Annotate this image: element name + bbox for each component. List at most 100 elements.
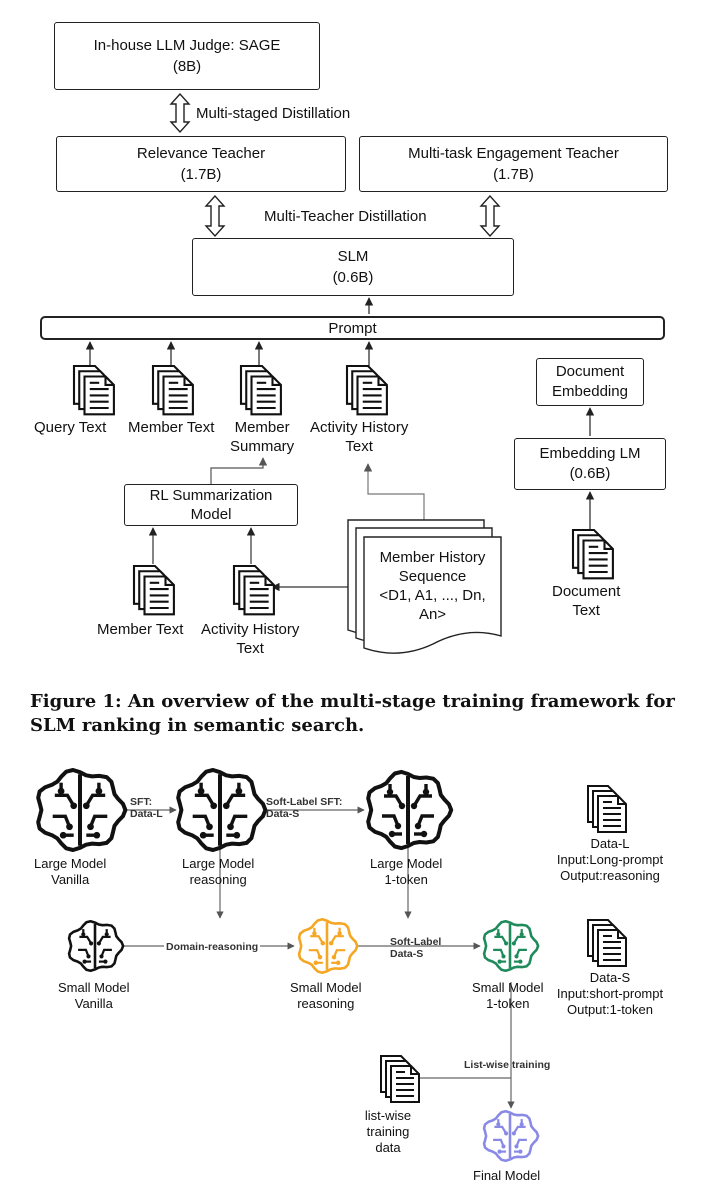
data-l-line2: Input:Long-prompt: [556, 852, 664, 867]
large-reasoning-line2: reasoning: [189, 872, 247, 887]
brain-icon-small-vanilla: [67, 919, 125, 973]
doc-icon-data-s: [587, 919, 627, 967]
doc-icon-summary: [239, 364, 282, 416]
data-s-line1: Data-S: [589, 970, 631, 985]
data-s-line3: Output:1-token: [567, 1002, 653, 1017]
figure-caption: Figure 1: An overview of the multi-stage…: [30, 691, 675, 736]
relevance-teacher-title: Relevance Teacher: [136, 145, 266, 162]
doc-embedding-box: Document Embedding: [536, 358, 644, 406]
member-summary-label: Member Summary: [230, 418, 294, 456]
activity-text-2-label: Activity History Text: [201, 620, 299, 658]
small-reasoning-label: Small Model reasoning: [290, 980, 362, 1012]
double-arrow-2: [204, 194, 226, 238]
data-l-line1: Data-L: [590, 836, 630, 851]
slm-box: SLM (0.6B): [192, 238, 514, 296]
listwise-data-label: list-wise training data: [358, 1108, 418, 1156]
history-line4: An>: [418, 606, 447, 623]
small-1token-label: Small Model 1-token: [472, 980, 544, 1012]
small-reasoning-line2: reasoning: [297, 996, 355, 1011]
large-1token-label: Large Model 1-token: [370, 856, 442, 888]
brain-icon-large-vanilla: [36, 768, 128, 852]
history-line1: Member History: [379, 549, 486, 566]
engagement-teacher-title: Multi-task Engagement Teacher: [408, 145, 619, 162]
soft-sft-line2: Data-S: [266, 808, 300, 820]
activity-text-2-line2: Text: [236, 640, 264, 657]
distill-1-label: Multi-staged Distillation: [196, 105, 351, 122]
activity-text-line1: Activity History: [310, 419, 409, 436]
query-text-label: Query Text: [34, 419, 107, 436]
doc-embedding-line2: Embedding: [552, 383, 628, 400]
doc-icon-member: [151, 364, 194, 416]
activity-text-label: Activity History Text: [310, 418, 408, 456]
document-text-label: Document Text: [552, 582, 620, 620]
doc-icon-listwise: [380, 1055, 420, 1103]
rl-summarization-box: RL Summarization Model: [124, 484, 298, 526]
brain-icon-large-1token: [366, 769, 454, 851]
final-model-label: Final Model: [473, 1168, 541, 1183]
doc-icon-member-2: [132, 564, 175, 616]
soft-sft-edge-label: Soft-Label SFT: Data-S: [266, 796, 342, 820]
embedding-lm-line1: Embedding LM: [539, 445, 641, 462]
history-line3: <D1, A1, ..., Dn,: [379, 587, 486, 604]
large-reasoning-line1: Large Model: [182, 856, 255, 871]
member-text-2-label: Member Text: [97, 621, 184, 638]
small-vanilla-line2: Vanilla: [74, 996, 113, 1011]
data-s-label: Data-S Input:short-prompt Output:1-token: [548, 970, 672, 1018]
member-history-label: Member History Sequence <D1, A1, ..., Dn…: [364, 548, 501, 624]
domain-reasoning-edge-label: Domain-reasoning: [164, 941, 261, 953]
relevance-teacher-size: (1.7B): [180, 166, 222, 183]
llm-judge-size: (8B): [172, 58, 202, 75]
doc-icon-activity: [345, 364, 388, 416]
doc-embedding-line1: Document: [555, 363, 625, 380]
doc-icon-data-l: [587, 785, 627, 833]
distill-2-label: Multi-Teacher Distillation: [264, 208, 427, 225]
brain-icon-small-reasoning: [297, 918, 359, 974]
small-vanilla-label: Small Model Vanilla: [58, 980, 130, 1012]
double-arrow-1: [169, 92, 191, 134]
large-vanilla-line1: Large Model: [34, 856, 107, 871]
member-summary-line2: Summary: [230, 438, 295, 455]
prompt-label: Prompt: [328, 319, 377, 337]
llm-judge-title: In-house LLM Judge: SAGE: [93, 37, 281, 54]
slm-title: SLM: [337, 248, 369, 265]
engagement-teacher-box: Multi-task Engagement Teacher (1.7B): [359, 136, 668, 192]
soft-sft-line1: Soft-Label SFT:: [266, 796, 343, 808]
relevance-teacher-box: Relevance Teacher (1.7B): [56, 136, 346, 192]
activity-text-line2: Text: [345, 438, 373, 455]
llm-judge-box: In-house LLM Judge: SAGE (8B): [54, 22, 320, 90]
engagement-teacher-size: (1.7B): [493, 166, 534, 183]
large-1token-line2: 1-token: [384, 872, 428, 887]
large-reasoning-label: Large Model reasoning: [182, 856, 254, 888]
data-l-label: Data-L Input:Long-prompt Output:reasonin…: [548, 836, 672, 884]
soft-label-line1: Soft-Label: [390, 936, 442, 948]
large-1token-line1: Large Model: [370, 856, 443, 871]
member-history-stack: [347, 519, 502, 654]
soft-label-line2: Data-S: [390, 948, 424, 960]
large-vanilla-label: Large Model Vanilla: [34, 856, 106, 888]
doc-icon-activity-2: [232, 564, 275, 616]
list-training-edge-label: List-wise training: [464, 1059, 551, 1071]
member-summary-line1: Member: [234, 419, 290, 436]
embedding-lm-line2: (0.6B): [569, 465, 611, 482]
sft-l-line1: SFT:: [130, 796, 153, 808]
listwise-line1: list-wise: [364, 1108, 412, 1123]
slm-size: (0.6B): [332, 269, 374, 286]
doc-icon-query: [72, 364, 115, 416]
data-l-line3: Output:reasoning: [560, 868, 660, 883]
doc-icon-document: [571, 528, 614, 580]
data-s-line2: Input:short-prompt: [556, 986, 664, 1001]
small-reasoning-line1: Small Model: [290, 980, 362, 995]
activity-text-2-line1: Activity History: [201, 621, 300, 638]
prompt-bar: Prompt: [40, 316, 665, 340]
large-vanilla-line2: Vanilla: [51, 872, 90, 887]
double-arrow-3: [479, 194, 501, 238]
rl-model-line1: RL Summarization: [149, 487, 273, 504]
small-1token-line1: Small Model: [472, 980, 544, 995]
document-text-line1: Document: [552, 583, 621, 600]
member-text-label: Member Text: [128, 419, 215, 436]
